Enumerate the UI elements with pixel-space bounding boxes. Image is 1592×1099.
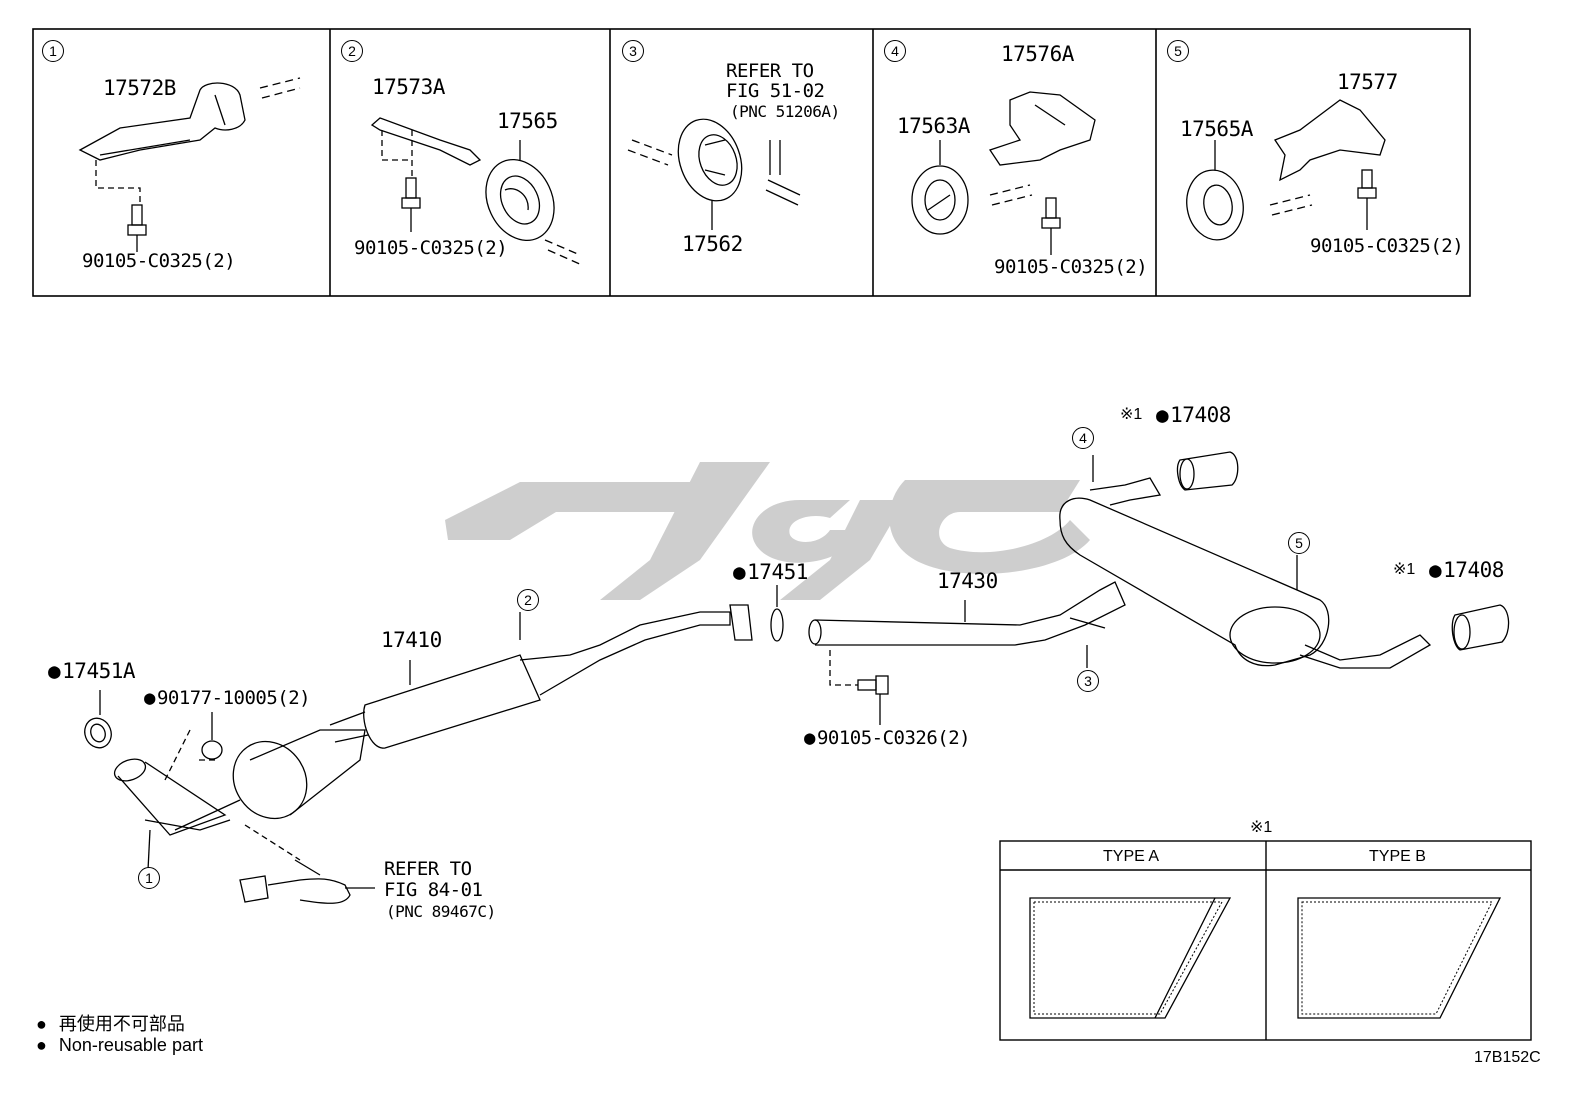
bolt-label-box4: 90105-C0325(2) bbox=[994, 256, 1148, 278]
part-17572b-label: 17572B bbox=[103, 76, 176, 100]
part-17562-label: 17562 bbox=[682, 232, 743, 256]
refer-line-3-box3: (PNC 51206A) bbox=[730, 102, 840, 121]
rubber-mount-17565 bbox=[485, 158, 555, 242]
type-table-frame bbox=[999, 840, 1532, 1041]
note-mark-right: ※1 bbox=[1393, 561, 1416, 578]
callout-2: 2 bbox=[517, 589, 539, 611]
bracket-17573a bbox=[370, 117, 482, 166]
bolt-box4 bbox=[1041, 197, 1061, 229]
part-90177-label: 90177-10005(2) bbox=[144, 689, 311, 708]
gasket-17451a bbox=[84, 717, 112, 749]
note-mark-top: ※1 bbox=[1120, 406, 1143, 423]
nut-90177 bbox=[201, 740, 223, 760]
rubber-mount-17562 bbox=[677, 118, 743, 202]
diagram-code: 17B152C bbox=[1474, 1049, 1541, 1066]
refer-line-2-sensor: FIG 84-01 bbox=[384, 879, 483, 901]
part-90105-c0326-label: 90105-C0326(2) bbox=[804, 729, 971, 748]
part-17576a-label: 17576A bbox=[1001, 42, 1074, 66]
pipe-17430 bbox=[808, 581, 1126, 646]
bolt-box2 bbox=[401, 177, 421, 209]
rubber-mount-17563a bbox=[911, 165, 969, 235]
callout-4: 4 bbox=[1072, 427, 1094, 449]
gasket-17451 bbox=[770, 608, 784, 642]
box-number-2: 2 bbox=[341, 40, 363, 62]
box-number-1: 1 bbox=[42, 40, 64, 62]
tip-type-a bbox=[1029, 897, 1232, 1019]
part-17577-label: 17577 bbox=[1337, 70, 1398, 94]
part-17451-label: 17451 bbox=[733, 562, 808, 583]
part-17565a-label: 17565A bbox=[1180, 117, 1253, 141]
bolt-90105-c0326 bbox=[857, 675, 889, 695]
center-pipe-17410 bbox=[329, 604, 753, 749]
bracket-17576a bbox=[988, 91, 1096, 166]
box-number-5: 5 bbox=[1167, 40, 1189, 62]
top-box-frames bbox=[32, 28, 1471, 297]
part-17573a-label: 17573A bbox=[372, 75, 445, 99]
part-17408-right-label: 17408 bbox=[1429, 560, 1504, 581]
bracket-17572b bbox=[78, 82, 246, 161]
part-17410-label: 17410 bbox=[381, 628, 442, 652]
part-17563a-label: 17563A bbox=[897, 114, 970, 138]
o2-sensor bbox=[239, 859, 351, 904]
tailpipe-17408-top bbox=[1176, 451, 1239, 491]
part-17408-top-label: 17408 bbox=[1156, 405, 1231, 426]
part-17565-label: 17565 bbox=[497, 109, 558, 133]
legend-bullet: ● bbox=[36, 1014, 47, 1034]
refer-line-2-box3: FIG 51-02 bbox=[726, 80, 825, 102]
callout-5: 5 bbox=[1288, 532, 1310, 554]
rubber-mount-17565a bbox=[1186, 169, 1244, 241]
bolt-label-box2: 90105-C0325(2) bbox=[354, 237, 508, 259]
part-17451a-label: 17451A bbox=[48, 661, 135, 682]
bolt-box5 bbox=[1357, 169, 1377, 199]
front-pipe-catalyst bbox=[113, 729, 366, 836]
type-table-heading: ※1 bbox=[1250, 819, 1273, 836]
legend-text-en: Non-reusable part bbox=[58, 1035, 203, 1055]
legend-item-en: ● Non-reusable part bbox=[36, 1035, 203, 1056]
rear-muffler bbox=[1059, 477, 1432, 669]
callout-3: 3 bbox=[1077, 670, 1099, 692]
refer-line-1-box3: REFER TO bbox=[726, 60, 814, 82]
tailpipe-17408-right bbox=[1451, 604, 1510, 651]
type-b-header: TYPE B bbox=[1369, 848, 1426, 865]
refer-line-3-sensor: (PNC 89467C) bbox=[386, 902, 496, 921]
bolt-label-box5: 90105-C0325(2) bbox=[1310, 235, 1464, 257]
bolt-box1 bbox=[127, 204, 147, 236]
part-17430-label: 17430 bbox=[937, 569, 998, 593]
legend-item-ja: ● 再使用不可部品 bbox=[36, 1010, 185, 1036]
refer-line-1-sensor: REFER TO bbox=[384, 858, 472, 880]
watermark-logo bbox=[445, 462, 1090, 600]
callout-1: 1 bbox=[138, 867, 160, 889]
legend-bullet: ● bbox=[36, 1035, 47, 1055]
type-a-header: TYPE A bbox=[1103, 848, 1160, 865]
box-number-3: 3 bbox=[622, 40, 644, 62]
bolt-label-box1: 90105-C0325(2) bbox=[82, 250, 236, 272]
box-number-4: 4 bbox=[884, 40, 906, 62]
legend-text-ja: 再使用不可部品 bbox=[58, 1014, 185, 1034]
tip-type-b bbox=[1297, 897, 1502, 1019]
bracket-17577 bbox=[1274, 99, 1386, 182]
